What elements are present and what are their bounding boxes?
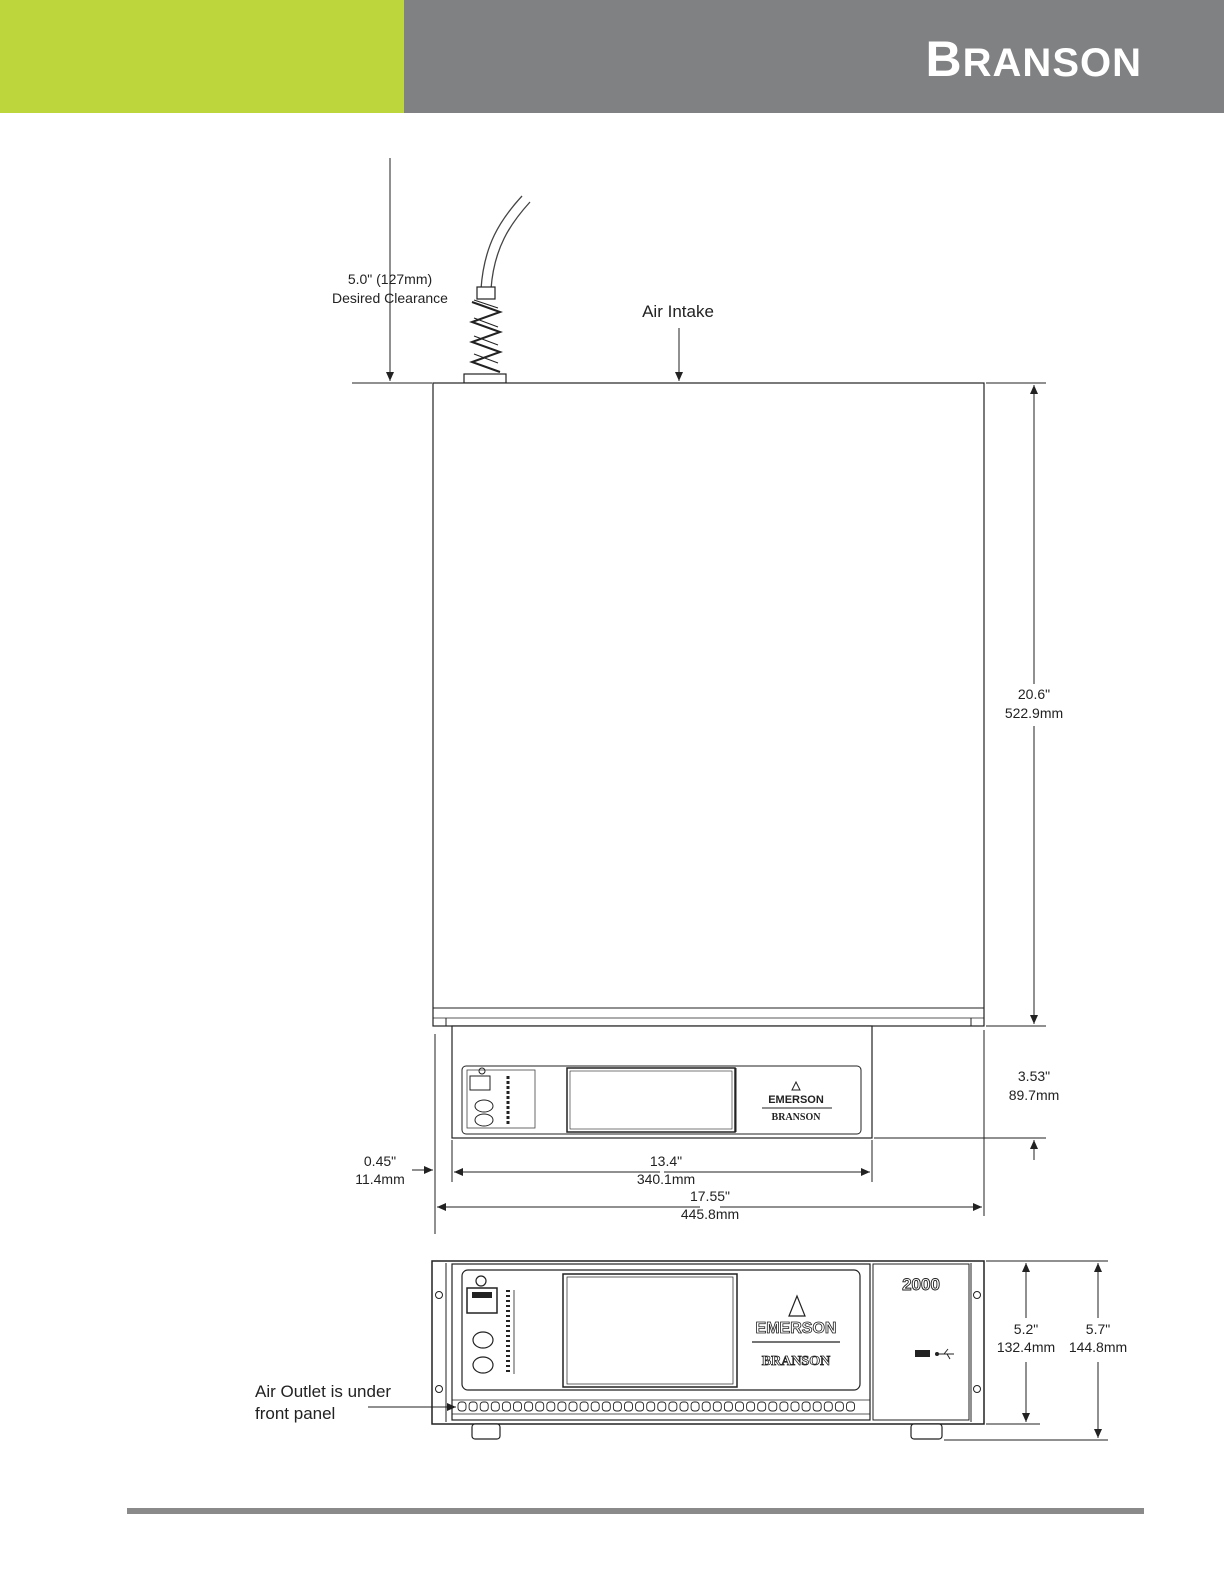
- vent-hole: [747, 1402, 755, 1411]
- vent-hole: [613, 1402, 621, 1411]
- vent-hole: [780, 1402, 788, 1411]
- vent-hole: [736, 1402, 744, 1411]
- depth-mm-label: 522.9mm: [1005, 705, 1063, 721]
- vent-hole: [625, 1402, 633, 1411]
- vent-hole: [502, 1402, 510, 1411]
- vent-hole: [813, 1402, 821, 1411]
- height-feet-mm-label: 144.8mm: [1069, 1339, 1127, 1355]
- vent-hole: [469, 1402, 477, 1411]
- emerson-logo: EMERSON: [756, 1320, 837, 1337]
- vent-hole: [680, 1402, 688, 1411]
- vent-hole: [702, 1402, 710, 1411]
- unit-front-view: EMERSON BRANSON 2000: [432, 1261, 984, 1439]
- vent-hole: [480, 1402, 488, 1411]
- vent-hole: [580, 1402, 588, 1411]
- left-foot: [472, 1424, 500, 1439]
- vent-hole: [847, 1402, 855, 1411]
- total-width-mm-label: 445.8mm: [681, 1206, 739, 1222]
- air-intake-label: Air Intake: [642, 302, 714, 321]
- clearance-caption: Desired Clearance: [332, 290, 448, 306]
- vent-hole: [547, 1402, 555, 1411]
- vent-hole: [758, 1402, 766, 1411]
- footer-rule: [127, 1508, 1144, 1514]
- vent-hole: [713, 1402, 721, 1411]
- offset-in-label: 0.45": [364, 1153, 396, 1169]
- vent-hole: [647, 1402, 655, 1411]
- vent-hole: [724, 1402, 732, 1411]
- vent-hole: [491, 1402, 499, 1411]
- air-outlet-label-line2: front panel: [255, 1404, 335, 1423]
- vent-hole: [669, 1402, 677, 1411]
- vent-hole: [525, 1402, 533, 1411]
- vent-hole: [791, 1402, 799, 1411]
- vent-hole: [824, 1402, 832, 1411]
- emerson-logo-small: EMERSON: [768, 1094, 824, 1106]
- vent-hole: [558, 1402, 566, 1411]
- vent-hole: [602, 1402, 610, 1411]
- vent-hole: [514, 1402, 522, 1411]
- usb-port: [915, 1350, 930, 1357]
- vent-hole: [835, 1402, 843, 1411]
- total-width-in-label: 17.55": [690, 1188, 730, 1204]
- vent-hole: [658, 1402, 666, 1411]
- height-feet-in-label: 5.7": [1086, 1321, 1110, 1337]
- power-cable: [464, 196, 530, 383]
- inner-width-in-label: 13.4": [650, 1153, 682, 1169]
- height-in-label: 5.2": [1014, 1321, 1038, 1337]
- unit-top-view: [433, 383, 984, 1026]
- model-badge: 2000: [902, 1275, 940, 1294]
- right-foot: [911, 1424, 942, 1439]
- vent-hole: [536, 1402, 544, 1411]
- vent-hole: [691, 1402, 699, 1411]
- vent-hole: [458, 1402, 466, 1411]
- vent-hole: [636, 1402, 644, 1411]
- branson-logo-small: BRANSON: [772, 1112, 822, 1123]
- front-height-in-label: 3.53": [1018, 1068, 1050, 1084]
- vent-hole: [569, 1402, 577, 1411]
- inner-width-mm-label: 340.1mm: [637, 1171, 695, 1187]
- height-mm-label: 132.4mm: [997, 1339, 1055, 1355]
- vent-hole: [802, 1402, 810, 1411]
- branson-logo-front: BRANSON: [762, 1354, 830, 1369]
- vent-hole: [591, 1402, 599, 1411]
- front-height-mm-label: 89.7mm: [1009, 1087, 1060, 1103]
- clearance-value-label: 5.0" (127mm): [348, 271, 432, 287]
- offset-mm-label: 11.4mm: [355, 1171, 405, 1187]
- depth-in-label: 20.6": [1018, 686, 1050, 702]
- air-outlet-label-line1: Air Outlet is under: [255, 1382, 391, 1401]
- vent-hole: [769, 1402, 777, 1411]
